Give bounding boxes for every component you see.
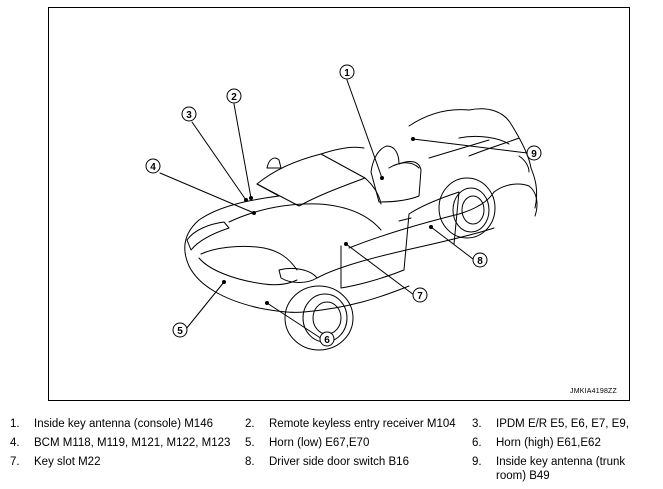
callout-3: 3: [181, 106, 197, 122]
legend-number: 5.: [245, 437, 255, 449]
target-dots: [222, 137, 433, 305]
callout-6-label: 6: [324, 335, 330, 346]
car-illustration: 1 2 3 4 5 6 7 8: [145, 64, 542, 351]
callout-7-label: 7: [417, 291, 423, 302]
front-wheel: [284, 285, 354, 351]
callout-5-label: 5: [177, 326, 183, 337]
callout-8-label: 8: [477, 256, 483, 267]
callout-1-label: 1: [344, 68, 350, 79]
legend-text: Horn (low) E67,E70: [269, 437, 370, 449]
callout-6: 6: [319, 331, 335, 347]
legend-text: Key slot M22: [34, 456, 101, 468]
legend-text: Inside key antenna (trunk room) B49: [496, 456, 626, 482]
callout-4: 4: [145, 158, 161, 174]
legend-text: BCM M118, M119, M121, M122, M123: [34, 437, 231, 449]
callout-9-label: 9: [531, 149, 537, 160]
legend-number: 4.: [10, 437, 20, 449]
callout-9: 9: [526, 145, 542, 161]
callout-4-label: 4: [150, 162, 156, 173]
callout-3-label: 3: [186, 110, 192, 121]
legend-number: 7.: [10, 456, 20, 468]
legend-text: Remote keyless entry receiver M104: [269, 418, 456, 430]
legend-text: IPDM E/R E5, E6, E7, E9,: [496, 418, 629, 430]
diagram-frame: 1 2 3 4 5 6 7 8: [48, 7, 630, 401]
callout-2: 2: [226, 88, 242, 104]
rear-wheel: [438, 177, 496, 239]
callout-2-label: 2: [231, 92, 237, 103]
callout-1: 1: [339, 64, 355, 80]
legend-text: Horn (high) E61,E62: [496, 437, 601, 449]
callout-8: 8: [472, 252, 488, 268]
callout-7: 7: [412, 287, 428, 303]
legend-text: Driver side door switch B16: [269, 456, 409, 468]
callout-5: 5: [172, 322, 188, 338]
legend-number: 2.: [245, 418, 255, 430]
figure-code: JMKIA4198ZZ: [570, 388, 617, 395]
legend-number: 9.: [472, 456, 482, 468]
legend-text: Inside key antenna (console) M146: [34, 418, 213, 430]
legend-number: 8.: [245, 456, 255, 468]
leader-lines: [159, 79, 528, 340]
legend-number: 6.: [472, 437, 482, 449]
legend-number: 3.: [472, 418, 482, 430]
legend-number: 1.: [10, 418, 20, 430]
